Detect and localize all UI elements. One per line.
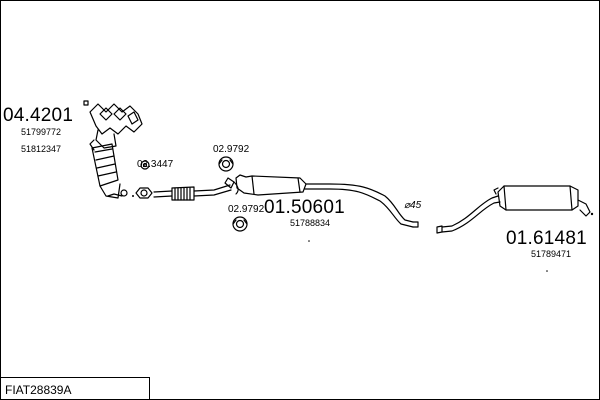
part-number-ring-bottom: 02.9792 (228, 204, 265, 215)
part-number-middle: 01.50601 (264, 197, 345, 218)
part-number-ring-top: 02.9792 (213, 144, 250, 155)
oem-ref-rear: 51789471 (531, 249, 572, 259)
ring-bottom-part (232, 216, 248, 232)
front-pipe-part (135, 160, 235, 201)
bullet-square (83, 100, 89, 106)
dot-marker (546, 270, 548, 272)
part-number-gasket: 02.3447 (137, 159, 174, 170)
dot-marker (132, 195, 134, 197)
manifold-catalyst-part (89, 103, 143, 199)
rear-muffler-part (436, 185, 594, 234)
part-number-rear: 01.61481 (506, 228, 587, 249)
ring-top-part (218, 156, 234, 172)
part-number-manifold: 04.4201 (3, 105, 74, 126)
kit-code: FIAT28839A (5, 383, 72, 397)
kit-code-box: FIAT28839A (0, 377, 150, 399)
middle-muffler-part (233, 174, 419, 228)
diameter-label: ⌀45 (404, 200, 422, 211)
oem-ref-manifold-2: 51812347 (21, 144, 62, 154)
oem-ref-manifold-1: 51799772 (21, 127, 62, 137)
oem-ref-middle: 51788834 (290, 218, 331, 228)
dot-marker (308, 240, 310, 242)
